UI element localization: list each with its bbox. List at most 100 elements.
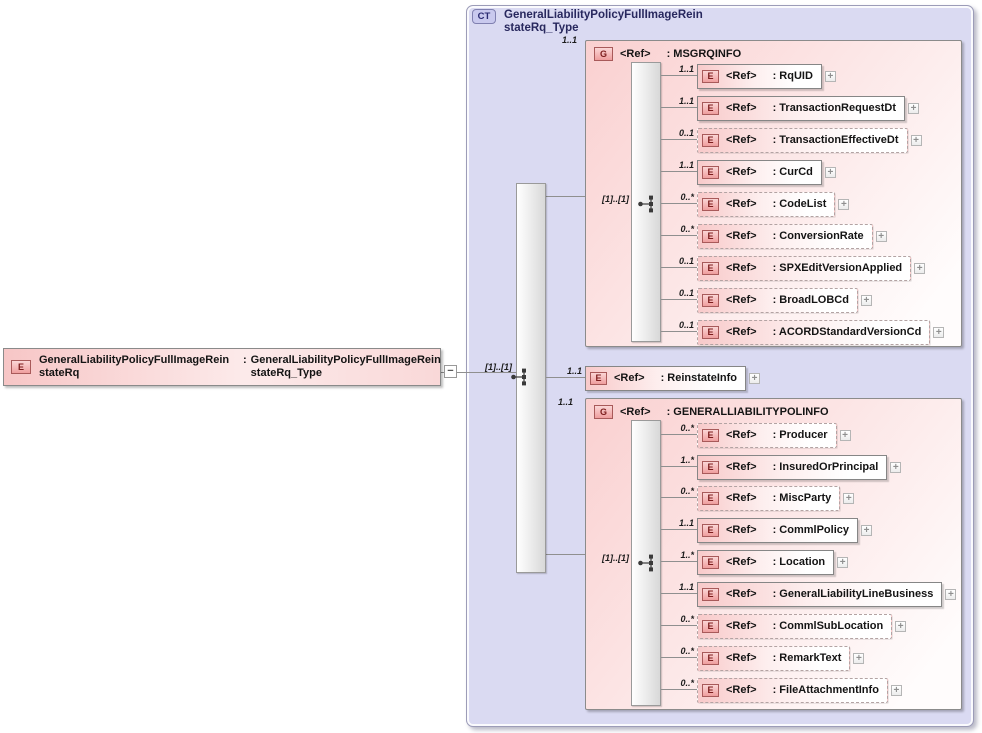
sequence-bar-root[interactable] — [516, 183, 546, 573]
element-node-commlsublocation[interactable]: 0..* E <Ref> : CommlSubLocation + — [661, 613, 907, 639]
element-badge: E — [702, 428, 719, 442]
expand-handle[interactable]: + — [824, 166, 836, 178]
element-box[interactable]: E <Ref> : TransactionRequestDt — [697, 95, 906, 121]
element-node-miscparty[interactable]: 0..* E <Ref> : MiscParty + — [661, 485, 855, 511]
root-element-node[interactable]: E GeneralLiabilityPolicyFullImageRein st… — [3, 348, 441, 386]
element-box[interactable]: E <Ref> : ACORDStandardVersionCd — [697, 319, 931, 345]
element-badge: E — [702, 69, 719, 83]
element-node-conversionrate[interactable]: 0..* E <Ref> : ConversionRate + — [661, 223, 887, 249]
element-badge: E — [702, 101, 719, 115]
element-box[interactable]: E <Ref> : MiscParty — [697, 485, 841, 511]
element-node-producer[interactable]: 0..* E <Ref> : Producer + — [661, 422, 851, 448]
connector-line: 0..* — [661, 191, 697, 217]
element-node-codelist[interactable]: 0..* E <Ref> : CodeList + — [661, 191, 850, 217]
element-node-location[interactable]: 1..* E <Ref> : Location + — [661, 549, 849, 575]
ref-label: <Ref> — [726, 429, 757, 441]
cardinality-label: 0..* — [680, 423, 694, 433]
complex-type-badge: CT — [472, 9, 496, 24]
expand-handle[interactable]: + — [748, 372, 760, 384]
element-node-acordstandardversioncd[interactable]: 0..1 E <Ref> : ACORDStandardVersionCd + — [661, 319, 945, 345]
element-box[interactable]: E <Ref> : SPXEditVersionApplied — [697, 255, 912, 281]
element-node-transactionrequestdt[interactable]: 1..1 E <Ref> : TransactionRequestDt + — [661, 95, 920, 121]
ref-label: <Ref> — [726, 620, 757, 632]
ref-label: <Ref> — [726, 652, 757, 664]
element-node-broadlobcd[interactable]: 0..1 E <Ref> : BroadLOBCd + — [661, 287, 872, 313]
element-node-remarktext[interactable]: 0..* E <Ref> : RemarkText + — [661, 645, 865, 671]
element-box[interactable]: E <Ref> : RemarkText — [697, 645, 851, 671]
name-label: : CodeList — [772, 198, 827, 210]
element-box[interactable]: E <Ref> : ReinstateInfo — [585, 365, 746, 391]
connector-line: 0..* — [661, 613, 697, 639]
element-node-commlpolicy[interactable]: 1..1 E <Ref> : CommlPolicy + — [661, 517, 872, 543]
element-box[interactable]: E <Ref> : BroadLOBCd — [697, 287, 858, 313]
connector-line: 0..1 — [661, 319, 697, 345]
element-node-transactioneffectivedt[interactable]: 0..1 E <Ref> : TransactionEffectiveDt + — [661, 127, 922, 153]
element-box[interactable]: E <Ref> : GeneralLiabilityLineBusiness — [697, 581, 943, 607]
element-box[interactable]: E <Ref> : ConversionRate — [697, 223, 873, 249]
expand-handle[interactable]: + — [860, 524, 872, 536]
connector-line: 0..* — [661, 677, 697, 703]
expand-handle[interactable]: + — [890, 461, 902, 473]
element-node-rquid[interactable]: 1..1 E <Ref> : RqUID + — [661, 63, 836, 89]
element-box[interactable]: E <Ref> : CommlPolicy — [697, 517, 858, 543]
cardinality-label: 1..1 — [678, 160, 694, 170]
element-box[interactable]: E <Ref> : CurCd — [697, 159, 822, 185]
element-node-spxeditversionapplied[interactable]: 0..1 E <Ref> : SPXEditVersionApplied + — [661, 255, 926, 281]
element-badge: E — [702, 325, 719, 339]
element-node-generalliabilitylinebusiness[interactable]: 1..1 E <Ref> : GeneralLiabilityLineBusin… — [661, 581, 957, 607]
cardinality-label: 1..1 — [566, 366, 582, 376]
name-label: : GENERALLIABILITYPOLINFO — [666, 406, 829, 418]
element-box[interactable]: E <Ref> : CommlSubLocation — [697, 613, 893, 639]
expand-handle[interactable]: + — [895, 620, 907, 632]
sequence-bar-msgrqinfo[interactable] — [631, 62, 661, 342]
root-element-name: GeneralLiabilityPolicyFullImageRein stat… — [39, 354, 230, 379]
expand-handle[interactable]: + — [933, 326, 945, 338]
element-node-fileattachmentinfo[interactable]: 0..* E <Ref> : FileAttachmentInfo + — [661, 677, 902, 703]
connector-line: 1..1 — [661, 581, 697, 607]
group-badge: G — [594, 405, 613, 419]
ref-label: <Ref> — [726, 556, 757, 568]
element-node-reinstateinfo[interactable]: 1..1 E <Ref> : ReinstateInfo + — [546, 365, 760, 391]
ref-label: <Ref> — [726, 102, 757, 114]
element-box[interactable]: E <Ref> : FileAttachmentInfo — [697, 677, 888, 703]
expand-handle[interactable]: + — [837, 556, 849, 568]
element-node-curcd[interactable]: 1..1 E <Ref> : CurCd + — [661, 159, 836, 185]
name-label: : MSGRQINFO — [666, 48, 742, 60]
connector-line: 1..* — [661, 549, 697, 575]
expand-handle[interactable]: + — [843, 492, 855, 504]
group-header: G <Ref> : MSGRQINFO — [586, 41, 961, 61]
expand-handle[interactable]: + — [853, 652, 865, 664]
cardinality-label: 1..* — [680, 550, 694, 560]
cardinality-label: 0..1 — [678, 288, 694, 298]
element-badge: E — [590, 371, 607, 385]
name-label: : CommlPolicy — [772, 524, 849, 536]
connector-line: 1..1 — [661, 63, 697, 89]
name-label: : BroadLOBCd — [772, 294, 849, 306]
element-box[interactable]: E <Ref> : TransactionEffectiveDt — [697, 127, 908, 153]
expand-handle[interactable]: + — [860, 294, 872, 306]
expand-handle[interactable]: + — [875, 230, 887, 242]
ref-label: <Ref> — [726, 461, 757, 473]
name-label: : CommlSubLocation — [772, 620, 884, 632]
expand-handle[interactable]: + — [945, 588, 957, 600]
element-box[interactable]: E <Ref> : Producer — [697, 422, 837, 448]
element-box[interactable]: E <Ref> : Location — [697, 549, 835, 575]
cardinality-label: 0..* — [680, 614, 694, 624]
collapse-handle[interactable]: − — [444, 365, 457, 378]
ref-label: <Ref> — [726, 230, 757, 242]
element-box[interactable]: E <Ref> : RqUID — [697, 63, 822, 89]
expand-handle[interactable]: + — [910, 134, 922, 146]
expand-handle[interactable]: + — [839, 429, 851, 441]
group-badge: G — [594, 47, 613, 61]
element-node-insuredorprincipal[interactable]: 1..* E <Ref> : InsuredOrPrincipal + — [661, 454, 902, 480]
name-label: : ReinstateInfo — [660, 372, 737, 384]
expand-handle[interactable]: + — [908, 102, 920, 114]
expand-handle[interactable]: + — [914, 262, 926, 274]
element-badge: E — [702, 555, 719, 569]
name-label: : RemarkText — [772, 652, 842, 664]
expand-handle[interactable]: + — [838, 198, 850, 210]
expand-handle[interactable]: + — [824, 70, 836, 82]
element-box[interactable]: E <Ref> : CodeList — [697, 191, 836, 217]
element-box[interactable]: E <Ref> : InsuredOrPrincipal — [697, 454, 888, 480]
expand-handle[interactable]: + — [890, 684, 902, 696]
